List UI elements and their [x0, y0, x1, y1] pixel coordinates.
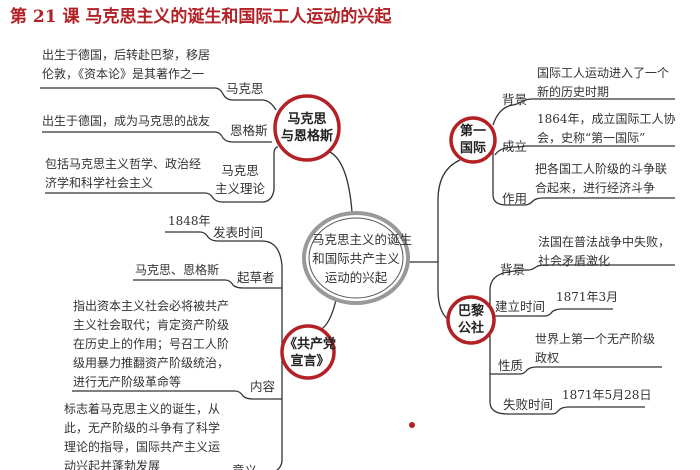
label-publish: 发表时间 — [213, 225, 264, 240]
center-line: 和国际共产主义 — [312, 251, 400, 266]
text-line: 在历史上的作用；号召工人阶 — [73, 337, 230, 351]
text-line: 理论的指导，国际共产主义运 — [64, 440, 221, 454]
label-pc-nature: 性质 — [498, 358, 524, 373]
node-circle-marx-engels — [273, 94, 341, 162]
label-engels: 恩格斯 — [230, 123, 268, 138]
label-marx: 马克思 — [226, 81, 264, 96]
node-circle-manifesto — [280, 324, 336, 380]
text-line: 进行无产阶级革命等 — [73, 375, 182, 389]
label-meaning: 意义 — [232, 462, 257, 470]
node-line: 巴黎 — [457, 304, 484, 319]
text-line: 把各国工人阶级的斗争联 — [535, 162, 668, 176]
node-line: 第一 — [459, 124, 486, 139]
node-marx-engels: 马克思 与恩格斯 — [277, 111, 337, 145]
text-line: 主义社会取代；肯定资产阶级 — [73, 318, 230, 332]
center-line: 马克思主义的诞生 — [312, 232, 413, 247]
link-marx-center — [329, 151, 353, 213]
label-pc-background: 背景 — [500, 262, 526, 277]
node-line: 马克思 — [287, 112, 327, 127]
node-circle-paris-commune — [446, 295, 496, 345]
pc-nature-text: 世界上第一个无产阶级 政权 — [535, 330, 655, 368]
link-center-manifesto — [319, 299, 337, 331]
branch-line-fi-bg — [492, 98, 675, 126]
branch-line-meaning — [276, 420, 283, 470]
label-pc-founded: 建立时间 — [495, 299, 546, 314]
node-line: 国际 — [459, 141, 486, 156]
label-drafter: 起草者 — [237, 270, 275, 285]
branch-line-publish — [165, 231, 283, 420]
branch-line-fi-role — [492, 150, 675, 206]
text-line: 合起来，进行经济斗争 — [535, 181, 656, 195]
center-node-ring — [302, 211, 410, 305]
text-line: 指出资本主义社会必将被共产 — [73, 299, 230, 313]
text-line: 此，无产阶级的斗争有了科学 — [64, 421, 221, 435]
label-fi-founding: 成立 — [502, 139, 528, 154]
engels-text: 出生于德国，成为马克思的战友 — [42, 114, 211, 128]
branch-line-content — [72, 390, 282, 400]
right-trunk — [437, 159, 461, 323]
drafter-text: 马克思、恩格斯 — [135, 263, 220, 277]
text-line: 级用暴力推翻资产阶级统治， — [73, 356, 230, 370]
pc-founded-text: 1871年3月 — [556, 290, 619, 304]
branch-line-pc-found — [490, 308, 613, 317]
text-line: 法国在普法战争中失败， — [538, 235, 671, 249]
text-line: 伦敦，《资本论》是其著作之一 — [42, 67, 205, 81]
label-pc-fall: 失败时间 — [503, 397, 554, 412]
branch-line-fi-found — [494, 145, 675, 156]
text-line: 1864年，成立国际工人协 — [537, 112, 676, 126]
branch-line-theory — [45, 146, 279, 203]
fi-role-text: 把各国工人阶级的斗争联 合起来，进行经济斗争 — [535, 160, 667, 198]
meaning-text: 标志着马克思主义的诞生，从 此，无产阶级的斗争有了科学 理论的指导，国际共产主义… — [64, 400, 220, 470]
label-line: 马克思 — [221, 163, 259, 178]
branch-line-drafter — [133, 279, 282, 289]
center-line: 运动的兴起 — [324, 270, 388, 285]
node-circle-first-international — [449, 116, 497, 164]
node-paris-commune: 巴黎 公社 — [451, 303, 491, 337]
fi-background-text: 国际工人运动进入了一个 新的历史时期 — [537, 64, 669, 102]
label-theory: 马克思 主义理论 — [215, 162, 265, 198]
text-line: 标志着马克思主义的诞生，从 — [64, 402, 221, 416]
label-line: 主义理论 — [215, 181, 266, 196]
page-title: 第 21 课 马克思主义的诞生和国际工人运动的兴起 — [10, 7, 392, 27]
branch-line-marx — [40, 87, 277, 111]
text-line: 新的历史时期 — [537, 85, 610, 99]
branch-line-engels — [42, 131, 272, 143]
publish-text: 1848年 — [168, 214, 211, 228]
text-line: 国际工人运动进入了一个 — [537, 66, 670, 80]
branch-line-pc-nature — [489, 320, 662, 375]
branch-line-pc-bg — [489, 264, 675, 312]
text-line: 动兴起并蓬勃发展 — [64, 459, 161, 470]
pc-background-text: 法国在普法战争中失败， 社会矛盾激化 — [538, 233, 670, 271]
marx-text: 出生于德国，后转赴巴黎，移居 伦敦，《资本论》是其著作之一 — [42, 46, 210, 84]
text-line: 包括马克思主义哲学、政治经 — [45, 157, 202, 171]
node-line: 宣言》 — [290, 354, 330, 369]
text-line: 济学和科学社会主义 — [45, 176, 154, 190]
theory-text: 包括马克思主义哲学、政治经 济学和科学社会主义 — [45, 155, 201, 193]
branch-line-pc-fail — [489, 374, 645, 415]
node-line: 与恩格斯 — [280, 129, 333, 144]
node-line: 《共产党 — [283, 337, 336, 352]
label-fi-background: 背景 — [502, 92, 528, 107]
fi-founding-text: 1864年，成立国际工人协 会，史称“第一国际” — [537, 110, 676, 148]
label-content: 内容 — [250, 379, 276, 394]
node-first-international: 第一 国际 — [453, 123, 493, 157]
content-text: 指出资本主义社会必将被共产 主义社会取代；肯定资产阶级 在历史上的作用；号召工人… — [73, 297, 229, 392]
label-fi-role: 作用 — [502, 191, 528, 206]
text-line: 政权 — [535, 351, 560, 365]
pc-fall-text: 1871年5月28日 — [562, 388, 652, 402]
node-manifesto: 《共产党 宣言》 — [280, 336, 340, 370]
node-line: 公社 — [457, 321, 484, 336]
text-line: 会，史称“第一国际” — [537, 131, 646, 145]
red-dot — [409, 422, 415, 428]
text-line: 出生于德国，后转赴巴黎，移居 — [42, 48, 211, 62]
text-line: 世界上第一个无产阶级 — [535, 332, 656, 346]
center-node: 马克思主义的诞生 和国际共产主义 运动的兴起 — [312, 230, 413, 287]
text-line: 社会矛盾激化 — [538, 254, 611, 268]
